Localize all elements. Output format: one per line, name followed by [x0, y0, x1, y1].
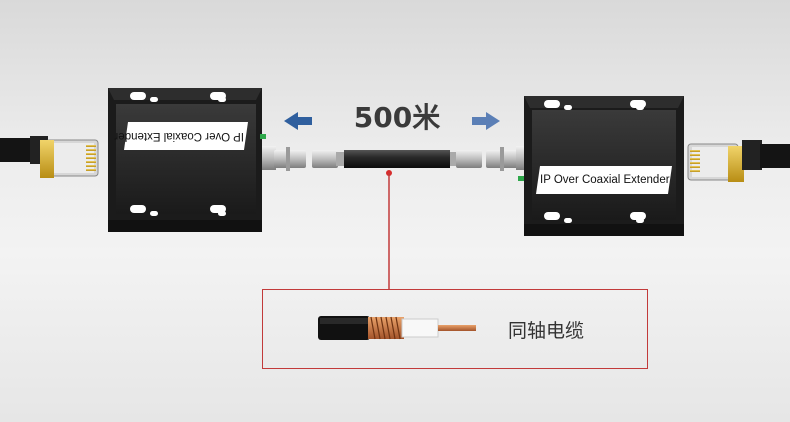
right-ethernet-cable	[687, 140, 790, 182]
distance-label: 500米	[353, 101, 441, 134]
left-ethernet-cable	[0, 136, 99, 178]
right-device-label: IP Over Coaxial Extender	[540, 174, 670, 186]
left-arrow-icon	[284, 112, 312, 130]
left-bnc-port	[262, 146, 306, 171]
right-arrow-icon	[472, 112, 500, 130]
right-device-label-plate	[536, 166, 672, 194]
coax-callout-box	[262, 289, 648, 369]
coax-cross-section-illustration	[318, 316, 476, 340]
right-bnc-port	[486, 146, 528, 171]
right-extender-device	[518, 96, 684, 236]
coax-callout-label: 同轴电缆	[508, 320, 585, 342]
left-device-label: IP Over Coaxial Extender	[114, 130, 244, 142]
coax-cable	[312, 150, 482, 168]
callout-pointer	[386, 170, 392, 289]
left-device-label-plate	[124, 122, 248, 150]
left-extender-device	[108, 88, 266, 232]
left-status-led	[260, 134, 266, 139]
right-status-led	[518, 176, 524, 181]
